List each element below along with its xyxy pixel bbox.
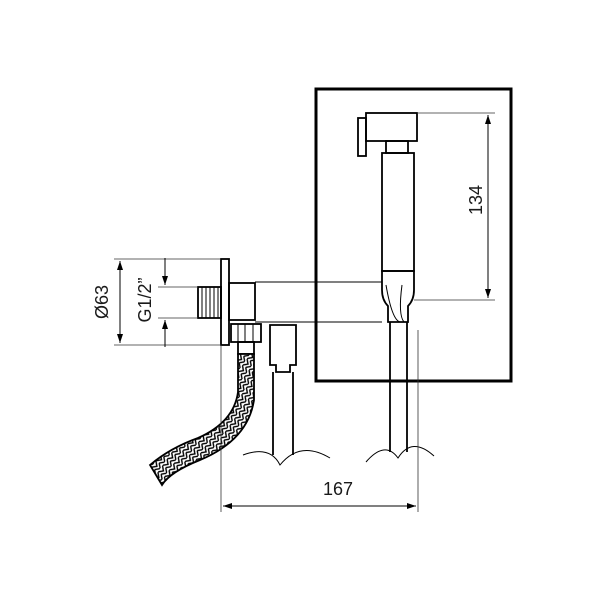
supply-arm (255, 281, 382, 323)
braided-hose (148, 353, 255, 487)
hand-shower-hose (365, 322, 435, 463)
shower-hose (242, 324, 331, 466)
dimension-height (414, 112, 495, 301)
thread-label: G1/2” (135, 277, 155, 322)
width-label: 167 (323, 479, 353, 499)
hand-shower (381, 152, 415, 323)
hose-nut (230, 323, 262, 355)
wall-connector (197, 258, 256, 346)
diameter-label: Ø63 (92, 285, 112, 319)
height-label: 134 (466, 185, 486, 215)
dimension-diameter (114, 258, 221, 346)
dimension-width (220, 330, 419, 512)
dimension-thread (158, 258, 198, 347)
shower-holder-frame (314, 87, 513, 383)
shower-bracket (357, 112, 418, 157)
